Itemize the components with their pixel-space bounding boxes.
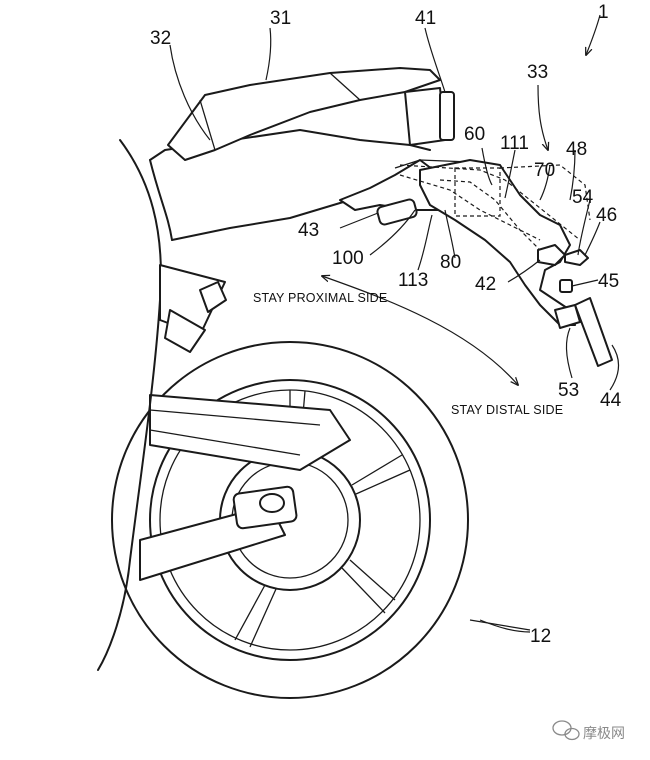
tail-light [404, 87, 455, 146]
label-45: 45 [598, 271, 619, 292]
label-46: 46 [596, 205, 617, 226]
label-100: 100 [332, 248, 364, 269]
watermark: 摩极网 [552, 720, 625, 742]
reflector [559, 279, 573, 293]
label-60: 60 [464, 124, 485, 145]
label-43: 43 [298, 220, 319, 241]
label-31: 31 [270, 8, 291, 29]
label-111: 111 [500, 133, 529, 154]
label-32: 32 [150, 28, 171, 49]
label-54: 54 [572, 187, 594, 208]
direction-captions: STAY PROXIMAL SIDE STAY DISTAL SIDE [253, 291, 563, 417]
label-70: 70 [534, 160, 555, 181]
label-12: 12 [530, 626, 551, 647]
label-113: 113 [398, 270, 428, 291]
label-44: 44 [600, 390, 622, 411]
swing-arm [139, 394, 351, 581]
label-80: 80 [440, 252, 461, 273]
lamp [537, 244, 566, 266]
turn-signal [564, 249, 589, 266]
label-48: 48 [566, 139, 587, 160]
rear-wheel [111, 341, 531, 699]
watermark-text: 摩极网 [583, 725, 625, 742]
label-53: 53 [558, 380, 579, 401]
reference-labels: 1 31 32 41 33 60 111 48 70 54 46 43 100 … [150, 2, 622, 647]
wechat-logo-icon [552, 720, 580, 741]
license-plate [554, 297, 613, 367]
stay-direction-arrow [322, 276, 518, 385]
caption-stay-distal: STAY DISTAL SIDE [451, 403, 563, 417]
license-stay [399, 159, 591, 326]
label-figure-number: 1 [598, 2, 609, 23]
label-33: 33 [527, 62, 548, 83]
caption-stay-proximal: STAY PROXIMAL SIDE [253, 291, 387, 305]
rear-body [97, 129, 431, 671]
label-41: 41 [415, 8, 436, 29]
seat [167, 67, 441, 161]
label-42: 42 [475, 274, 496, 295]
